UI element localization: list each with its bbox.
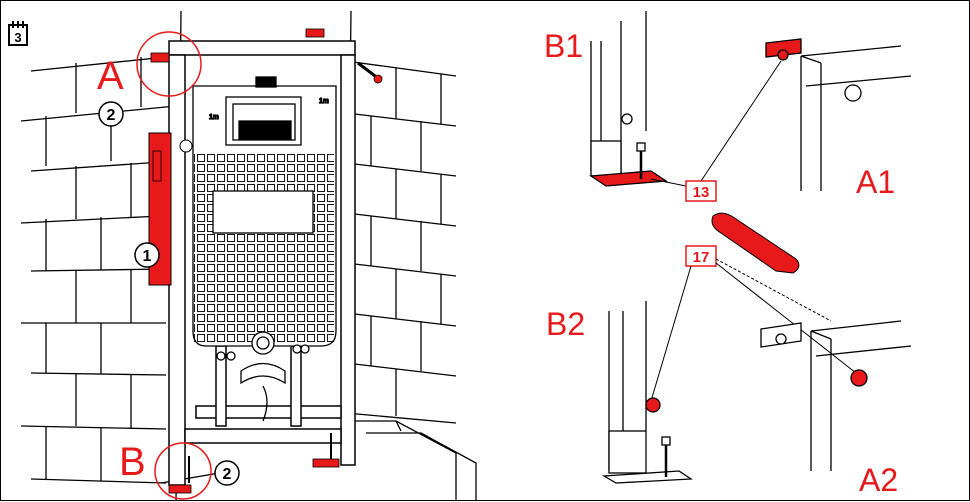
label-a: A	[97, 54, 124, 98]
detail-b2	[601, 301, 693, 484]
svg-text:1: 1	[143, 248, 152, 265]
svg-text:2: 2	[107, 107, 116, 124]
calendar-step-icon: 3	[8, 21, 28, 46]
detail-b1	[589, 11, 668, 187]
detail-a1	[765, 38, 912, 191]
label-a2: A2	[859, 462, 898, 498]
label-a1: A1	[856, 164, 895, 200]
cistern: 1m 1m	[192, 76, 337, 422]
detail-circle-b	[154, 442, 212, 500]
foot-bracket-b	[168, 433, 340, 494]
callout-2-top: 2	[98, 101, 124, 127]
installation-frame	[168, 40, 356, 486]
svg-text:2: 2	[223, 466, 232, 483]
detail-circle-a	[136, 31, 202, 97]
wrench-size-17: 17	[693, 249, 710, 266]
label-b: B	[119, 440, 146, 484]
marker-1m-right: 1m	[319, 98, 329, 105]
wall-bracket-a	[150, 28, 383, 84]
label-b1: B1	[544, 28, 583, 64]
callout-1: 1	[134, 242, 160, 268]
floor-step	[160, 420, 477, 501]
wrench-17: 17	[650, 245, 857, 402]
marker-1m-left: 1m	[209, 114, 219, 121]
wrench-13: 13	[650, 60, 782, 202]
label-b2: B2	[546, 306, 585, 342]
wrench-size-13: 13	[693, 184, 710, 201]
detail-a2	[760, 320, 912, 471]
wrench-tool	[711, 212, 800, 274]
callout-2-bottom: 2	[214, 460, 240, 486]
step-number: 3	[14, 30, 21, 45]
